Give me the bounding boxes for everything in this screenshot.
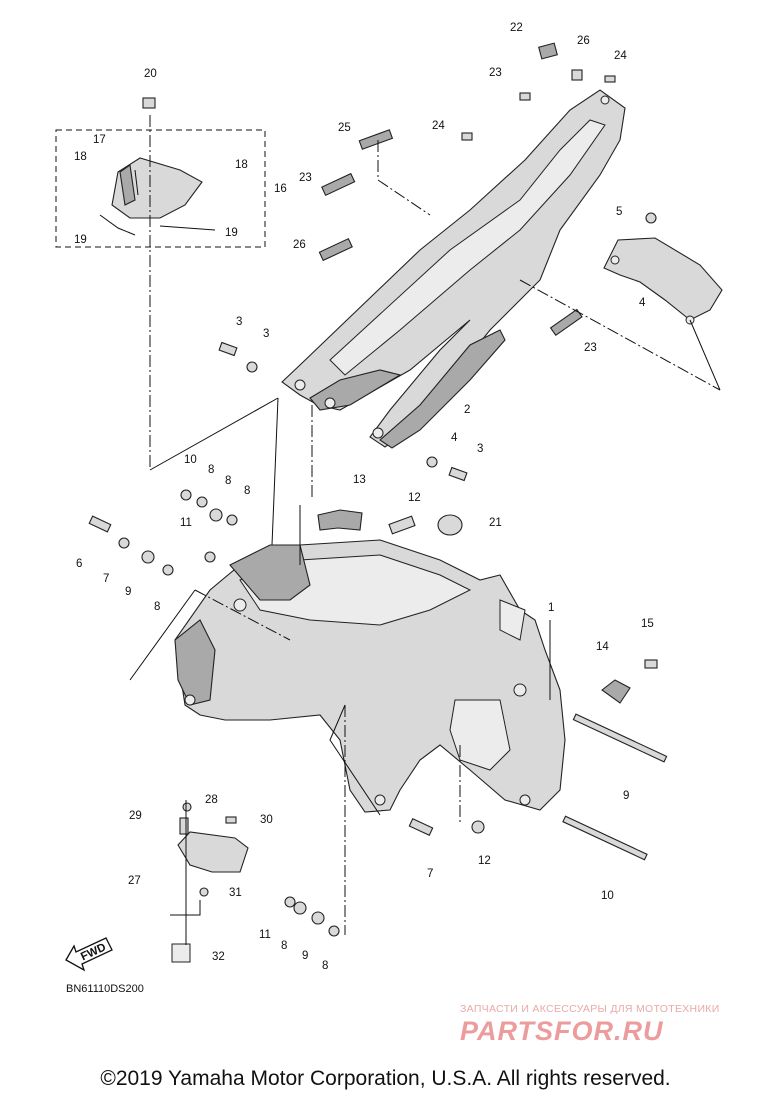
callout: 3 xyxy=(263,328,269,340)
callout: 19 xyxy=(74,234,87,246)
callout: 8 xyxy=(208,464,214,476)
watermark-logo: PARTSFOR.RU xyxy=(460,1016,664,1046)
callout: 31 xyxy=(229,887,242,899)
assembly-17-box xyxy=(55,129,266,248)
callout: 24 xyxy=(614,50,627,62)
bracket-hole xyxy=(610,255,620,265)
callout: 15 xyxy=(641,618,654,630)
callout: 20 xyxy=(144,68,157,80)
watermark-tagline: ЗАПЧАСТИ И АКСЕССУАРЫ ДЛЯ МОТОТЕХНИКИ xyxy=(460,1003,720,1015)
callout: 14 xyxy=(596,641,609,653)
callout-labels: 1 2 3 3 3 4 4 5 6 7 7 8 8 8 8 8 8 9 9 9 … xyxy=(74,22,654,972)
fwd-arrow-icon: FWD xyxy=(65,937,113,972)
callout: 6 xyxy=(76,558,82,570)
callout: 12 xyxy=(408,492,421,504)
callout: 11 xyxy=(259,929,271,941)
callout: 16 xyxy=(274,183,287,195)
callout: 18 xyxy=(74,151,87,163)
callout: 18 xyxy=(235,159,248,171)
callout: 23 xyxy=(584,342,597,354)
callout: 7 xyxy=(427,868,433,880)
callout: 24 xyxy=(432,120,445,132)
callout: 8 xyxy=(244,485,250,497)
callout: 2 xyxy=(464,404,470,416)
diagram-code: BN61110DS200 xyxy=(66,983,144,995)
callout: 25 xyxy=(338,122,351,134)
fwd-label: FWD xyxy=(79,941,108,963)
callout: 27 xyxy=(128,875,141,887)
callout: 9 xyxy=(302,950,308,962)
callout: 8 xyxy=(281,940,287,952)
callout: 29 xyxy=(129,810,142,822)
callout: 8 xyxy=(322,960,328,972)
callout: 26 xyxy=(577,35,590,47)
cable-part-20 xyxy=(99,214,136,236)
callout: 22 xyxy=(510,22,523,34)
callout: 8 xyxy=(154,601,160,613)
bracket-part-5 xyxy=(603,237,723,321)
callout: 23 xyxy=(299,172,312,184)
pad-26-a xyxy=(358,129,394,150)
pad-26-b xyxy=(318,237,353,262)
callout: 9 xyxy=(125,586,131,598)
callout: 11 xyxy=(180,517,192,529)
callout: 4 xyxy=(451,432,458,444)
callout: 3 xyxy=(477,443,483,455)
callout: 17 xyxy=(93,134,106,146)
callout: 32 xyxy=(212,951,225,963)
leader-lines xyxy=(129,115,721,945)
callout: 8 xyxy=(225,475,231,487)
cover-part xyxy=(111,157,203,219)
callout: 12 xyxy=(478,855,491,867)
callout: 10 xyxy=(601,890,614,902)
pad-23-a xyxy=(321,172,356,197)
callout: 21 xyxy=(489,517,502,529)
callout: 10 xyxy=(184,454,197,466)
callout: 26 xyxy=(293,239,306,251)
callout: 30 xyxy=(260,814,273,826)
pad-23-b xyxy=(549,308,583,337)
callout: 19 xyxy=(225,227,238,239)
main-frame xyxy=(174,539,566,813)
cover-inner xyxy=(119,164,136,206)
callout: 1 xyxy=(548,602,554,614)
copyright-notice: ©2019 Yamaha Motor Corporation, U.S.A. A… xyxy=(100,1067,671,1090)
callout: 28 xyxy=(205,794,218,806)
pad-23-top xyxy=(538,42,558,60)
hardware-parts xyxy=(88,69,668,963)
seat-rail-subframe xyxy=(281,89,626,449)
callout: 13 xyxy=(353,474,366,486)
callout: 4 xyxy=(639,297,646,309)
callout: 5 xyxy=(616,206,622,218)
callout: 9 xyxy=(623,790,629,802)
callout: 3 xyxy=(236,316,242,328)
strip-part-19 xyxy=(159,225,216,231)
callout: 7 xyxy=(103,573,109,585)
callout: 23 xyxy=(489,67,502,79)
